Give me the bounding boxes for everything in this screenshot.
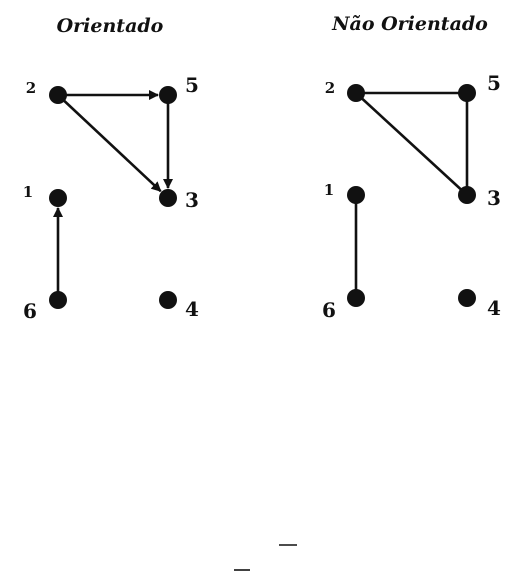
directed-node-1 (49, 189, 67, 207)
undirected-node-3 (458, 186, 476, 204)
undirected-node-6 (347, 289, 365, 307)
undirected-node-5 (458, 84, 476, 102)
undirected-node-1 (347, 186, 365, 204)
directed-node-label-5: 5 (185, 73, 199, 97)
directed-node-3 (159, 189, 177, 207)
directed-node-label-6: 6 (23, 299, 37, 323)
directed-node-label-2: 2 (26, 79, 36, 97)
undirected-node-4 (458, 289, 476, 307)
undirected-node-label-2: 2 (325, 79, 335, 97)
undirected-graph-title: Não Orientado (331, 13, 488, 35)
directed-node-label-4: 4 (185, 297, 199, 321)
undirected-node-label-3: 3 (487, 186, 501, 210)
undirected-edge-2-3 (356, 93, 467, 195)
undirected-node-label-6: 6 (322, 298, 336, 322)
directed-node-label-3: 3 (185, 188, 199, 212)
undirected-node-label-4: 4 (487, 296, 501, 320)
directed-node-5 (159, 86, 177, 104)
undirected-node-label-5: 5 (487, 71, 501, 95)
undirected-node-label-1: 1 (324, 181, 334, 199)
directed-node-2 (49, 86, 67, 104)
undirected-node-2 (347, 84, 365, 102)
directed-edge-2-3 (58, 95, 161, 191)
directed-graph: 1 2 3 4 5 6 (23, 73, 199, 323)
directed-node-label-1: 1 (23, 183, 33, 201)
directed-graph-title: Orientado (57, 15, 164, 37)
directed-node-4 (159, 291, 177, 309)
undirected-graph: 1 2 3 4 5 6 (322, 71, 501, 322)
directed-node-6 (49, 291, 67, 309)
